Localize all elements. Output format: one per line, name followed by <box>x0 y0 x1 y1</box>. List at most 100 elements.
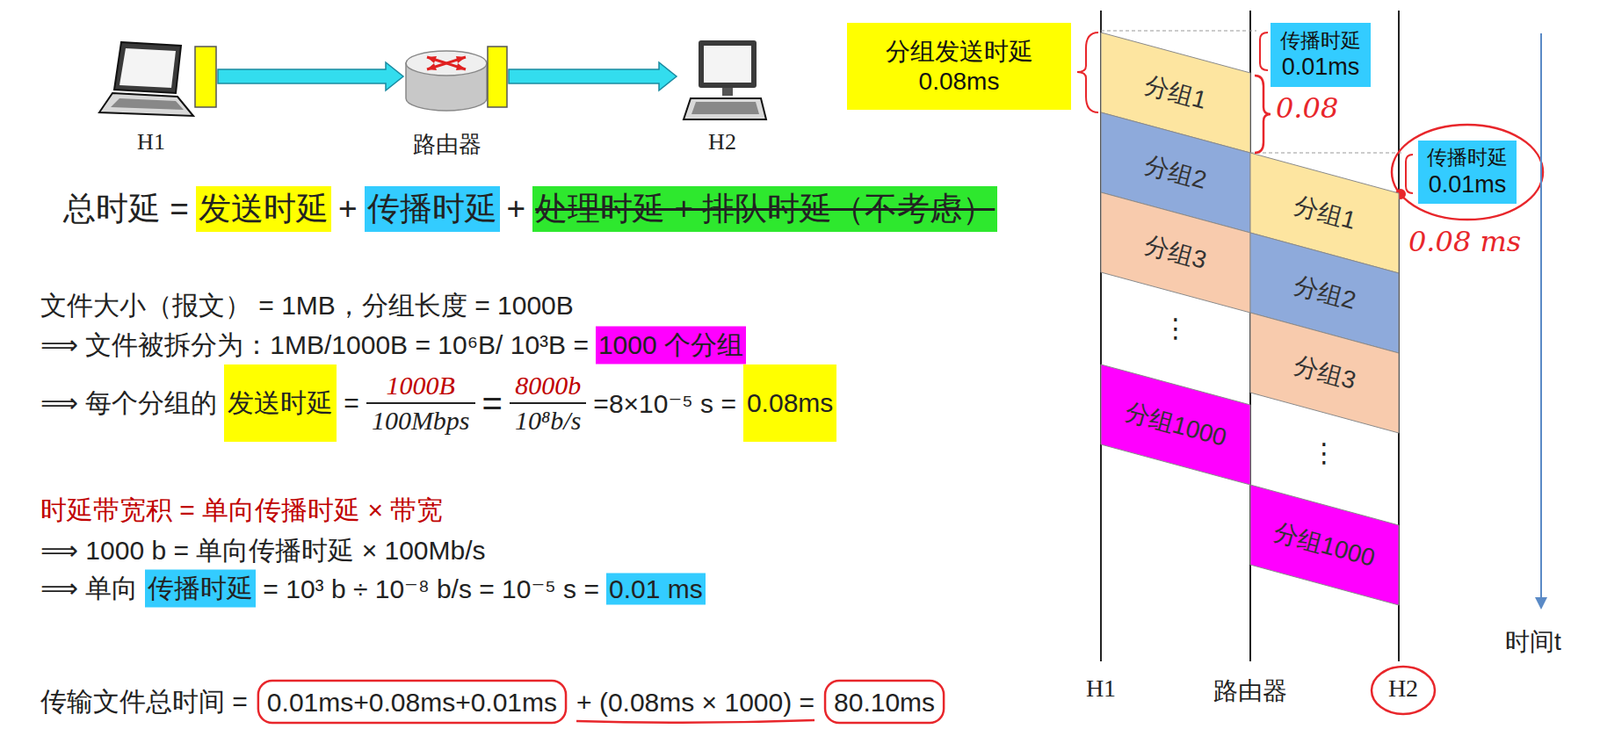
fraction: 8000b10⁸b/s <box>509 370 587 436</box>
formula-line: ⟹ 1000 b = 单向传播时延 × 100Mb/s <box>40 533 493 570</box>
packet-label: 分组2 <box>1289 268 1360 318</box>
router-device: 路由器 <box>403 38 509 158</box>
formula-text: 传输文件总时间 = <box>40 684 248 721</box>
numerator: 8000b <box>509 370 587 403</box>
red-loop <box>825 680 944 724</box>
router-arrows <box>427 57 466 70</box>
highlight-text: 0.08ms <box>743 364 837 442</box>
link-arrow <box>217 62 404 91</box>
highlight-text: 发送时延 <box>195 186 332 232</box>
packet-label-wrap: 分组1000 <box>1100 364 1251 486</box>
packet-label: 分组3 <box>1289 348 1360 398</box>
highlight-text: 发送时延 <box>224 364 337 442</box>
red-loop <box>258 680 566 724</box>
formula-line: 总时延 =发送时延+传播时延+处理时延 + 排队时延（不考虑） <box>63 186 1005 232</box>
red-circle <box>1371 666 1435 715</box>
red-underline <box>576 720 815 724</box>
formula-text: 总时延 = <box>63 187 189 232</box>
packet-label-wrap: 分组3 <box>1100 192 1251 313</box>
formula-text: + <box>338 190 358 228</box>
box-value: 0.08ms <box>919 66 1000 97</box>
monitor-stand <box>722 87 733 96</box>
desktop-host: H2 <box>676 35 768 158</box>
packet-label: 分组1000 <box>1269 515 1379 576</box>
laptop-base <box>99 93 194 116</box>
formula-text: ⟹ 每个分组的 <box>40 385 218 422</box>
red-bracket <box>1259 32 1268 71</box>
formula-line: 传输文件总时间 =0.01ms+0.08ms+0.01ms+ (0.08ms ×… <box>40 684 955 721</box>
interface-port <box>195 46 217 108</box>
axis-label: 时间t <box>1505 625 1562 659</box>
transmit-delay-box: 分组发送时延0.08ms <box>847 22 1072 110</box>
laptop-keyboard <box>110 98 184 110</box>
packet-label: 分组2 <box>1140 148 1210 197</box>
highlight-text: 80.10ms <box>833 687 935 717</box>
handwritten-note: 0.08 ms <box>1408 224 1521 259</box>
router-arrowhead <box>456 63 466 71</box>
highlight-text: 传播时延 <box>364 186 500 232</box>
packet-label: 分组1000 <box>1121 395 1231 456</box>
red-bracket <box>1405 154 1413 194</box>
red-brace <box>1077 32 1099 113</box>
ellipsis-dots: ⋮ <box>1162 312 1189 344</box>
highlight-text: 0.01 ms <box>606 572 706 605</box>
dashed-guide <box>1250 152 1405 154</box>
highlight-text: 处理时延 + 排队时延（不考虑） <box>532 186 998 232</box>
router-arrowhead <box>427 56 437 64</box>
device-label: H2 <box>676 129 768 156</box>
parallelogram <box>1100 364 1251 486</box>
box-value: 0.01ms <box>1281 52 1361 81</box>
highlight-text: 时延带宽积 = 单向传播时延 × 带宽 <box>40 492 443 529</box>
device-label: H1 <box>105 129 197 156</box>
packet-label-wrap: 分组1000 <box>1250 485 1399 606</box>
time-arrowhead <box>1534 597 1548 610</box>
formula-line: 时延带宽积 = 单向传播时延 × 带宽 <box>40 492 450 529</box>
router-top <box>405 50 487 76</box>
red-circle <box>1391 124 1543 220</box>
packet-block: 分组3 <box>1100 192 1251 313</box>
highlight-text: 传播时延 <box>144 570 256 609</box>
monitor-screen <box>703 45 752 83</box>
packet-label: 分组3 <box>1140 228 1210 277</box>
packet-block: 分组1000 <box>1100 364 1251 486</box>
laptop-host: H1 <box>105 38 218 158</box>
denominator: 10⁸b/s <box>509 402 587 436</box>
formula-text: ⟹ 单向 <box>40 571 138 608</box>
laptop-screen-frame <box>114 42 181 94</box>
formula-text: =8×10⁻⁵ s = <box>593 388 737 420</box>
packet-label-wrap: 分组3 <box>1250 312 1399 434</box>
formula-text: = 10³ b ÷ 10⁻⁸ b/s = 10⁻⁵ s = <box>262 573 600 605</box>
box-heading: 传播时延 <box>1426 145 1508 171</box>
highlight-text: = <box>482 383 503 424</box>
red-brace <box>1254 75 1271 153</box>
box-heading: 分组发送时延 <box>885 36 1034 67</box>
formula-line: ⟹ 文件被拆分为：1MB/1000B = 10⁶B/ 10³B =1000 个分… <box>40 326 753 365</box>
formula-line: ⟹ 单向传播时延= 10³ b ÷ 10⁻⁸ b/s = 10⁻⁵ s =0.0… <box>40 570 713 609</box>
packet-label: 分组1 <box>1289 188 1360 238</box>
interface-port <box>487 46 507 108</box>
formula-text: ⟹ 1000 b = 单向传播时延 × 100Mb/s <box>40 533 486 570</box>
formula-line: ⟹ 每个分组的发送时延=1000B100Mbps=8000b10⁸b/s=8×1… <box>40 364 844 442</box>
router-arrowhead <box>456 56 466 64</box>
box-value: 0.01ms <box>1428 170 1507 199</box>
fraction: 1000B100Mbps <box>366 370 476 436</box>
formula-text: + <box>506 190 527 228</box>
device-label: 路由器 <box>405 129 488 160</box>
timeline-label: H2 <box>1388 674 1419 703</box>
formula-text: 文件大小（报文） = 1MB，分组长度 = 1000B <box>40 288 574 325</box>
highlight-text: 1000 个分组 <box>595 326 746 365</box>
keyboard <box>683 98 767 120</box>
packet-block: 分组3 <box>1250 312 1399 434</box>
keyboard-keys <box>691 101 760 115</box>
link-arrow <box>508 62 677 91</box>
laptop-screen <box>119 48 176 88</box>
highlight-text: + (0.08ms × 1000) = <box>576 687 815 717</box>
time-axis <box>1540 33 1543 600</box>
box-heading: 传播时延 <box>1280 28 1362 54</box>
ellipsis-dots: ⋮ <box>1310 437 1338 469</box>
dashed-guide <box>1100 30 1257 32</box>
formula-line: 文件大小（报文） = 1MB，分组长度 = 1000B <box>40 288 581 325</box>
packet-label: 分组1 <box>1140 68 1210 117</box>
formula-text: = <box>343 388 360 419</box>
propagation-delay-box: 传播时延0.01ms <box>1270 22 1371 87</box>
